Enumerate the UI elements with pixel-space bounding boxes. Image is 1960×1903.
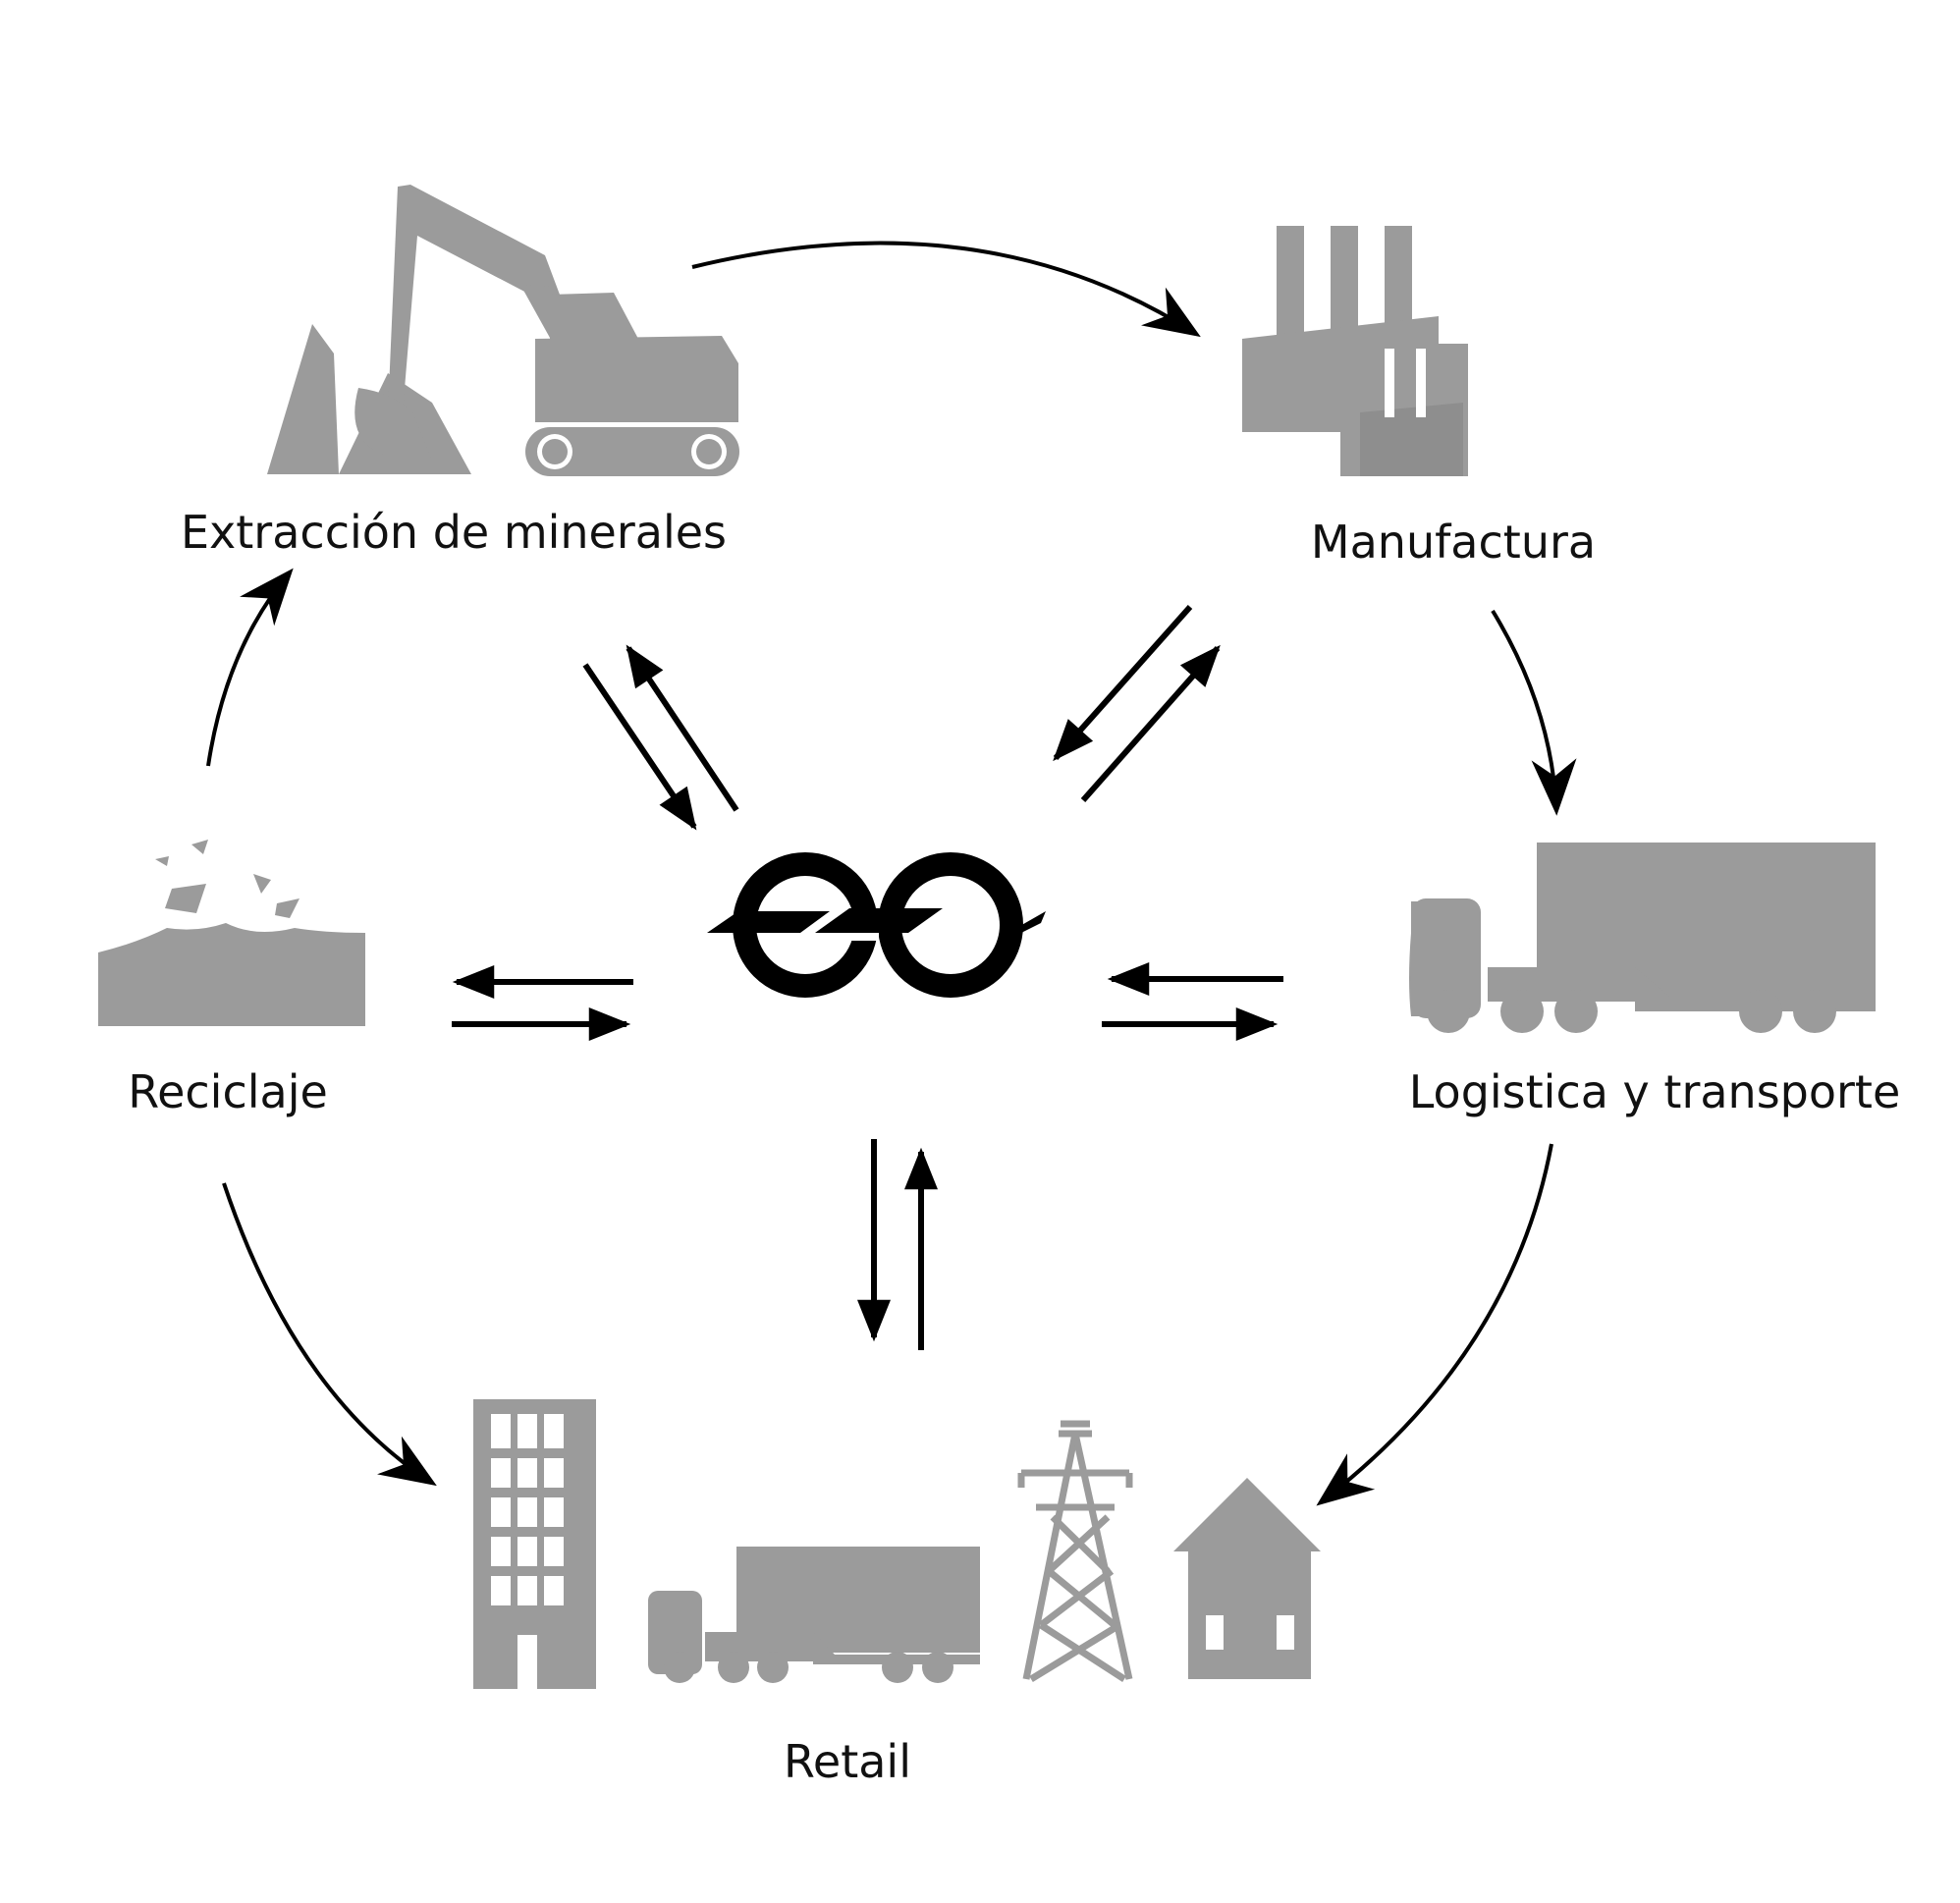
hub-arrows [452,605,1283,1350]
building-windows [491,1414,564,1689]
cycle-arrow-manufacturing-to-logistics [1491,609,1577,816]
rubble-icon [98,840,365,1026]
label-manufacturing: Manufactura [1311,516,1596,569]
label-logistics: Logistica y transporte [1409,1065,1901,1118]
factory-icon [1242,226,1468,476]
cycle-arrow-recycling-to-extraction [206,568,294,767]
excavator-icon [267,185,739,476]
truck-icon [1409,843,1876,1033]
cycle-arrow-recycling-to-retail [222,1182,437,1487]
hub-arrow-manufacturing-in [1053,605,1193,762]
cycle-arrow-extraction-to-manufacturing [691,241,1201,338]
label-extraction: Extracción de minerales [181,506,727,559]
go-logo-icon [707,852,1046,998]
hub-arrow-extraction-out [626,644,739,812]
retail-truck-icon [648,1547,980,1683]
cycle-arrow-logistics-to-retail [1316,1143,1553,1506]
power-tower-icon [1017,1420,1133,1682]
cycle-arrows [206,241,1577,1506]
hub-arrow-extraction-in [582,663,697,831]
hub-arrow-manufacturing-out [1080,644,1221,802]
house-icon [1173,1478,1321,1679]
label-recycling: Reciclaje [128,1065,328,1118]
label-retail: Retail [784,1735,911,1788]
